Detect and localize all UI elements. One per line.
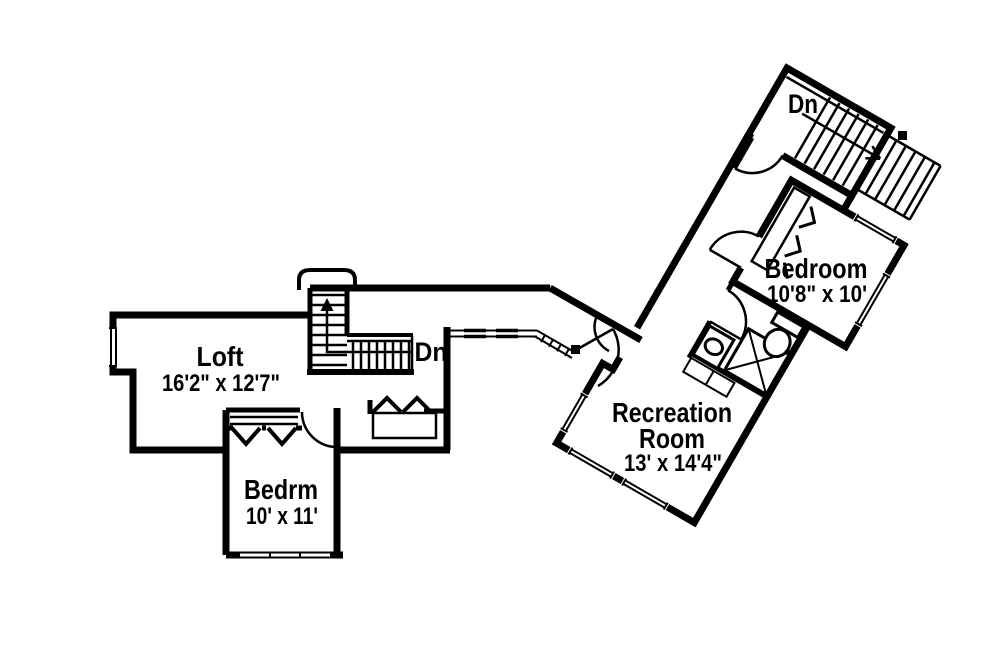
corridor-railing [447, 328, 577, 359]
bedroom-window-top [852, 212, 899, 245]
main-block [108, 268, 643, 559]
wing-stair-door-arc [734, 154, 784, 175]
wing-stair-extension [855, 133, 942, 221]
bedrm-closet [226, 415, 302, 448]
loft-dims: 16'2" x 12'7" [162, 370, 280, 397]
bedrm-window [240, 551, 330, 559]
loft-bottom-right-walls [337, 327, 451, 454]
bedroom-closet [749, 185, 817, 279]
toilet-bowl [762, 327, 792, 359]
corridor-top-wall [310, 284, 643, 344]
bathroom [681, 310, 806, 399]
wing-bedroom-door [708, 230, 760, 269]
stair-cap [297, 268, 357, 290]
loft-label: Loft [197, 341, 244, 372]
main-staircase [297, 268, 414, 375]
junction-door [571, 313, 620, 388]
hall-closet [367, 395, 447, 440]
wing-stair-treads [793, 96, 879, 187]
stair-up-arrow [320, 298, 334, 311]
loft-window [108, 327, 118, 367]
loft-walls [109, 311, 310, 454]
bedrm-label: Bedrm [244, 474, 318, 505]
stair-post-dot [898, 131, 907, 140]
stair-treads-horizontal [351, 341, 411, 372]
main-stair-dn-label: Dn [415, 337, 448, 367]
angled-wing [551, 63, 942, 528]
wing-stair-arrowhead [865, 145, 882, 160]
bedroom-window-right [853, 271, 892, 329]
bedroom-dims: 10'8" x 10' [767, 281, 867, 308]
bedrm-walls [222, 408, 343, 559]
recreation-room-dims: 13' x 14'4" [624, 450, 722, 477]
recreation-room-label-line2: Room [639, 423, 705, 454]
wing-stair-dn-label: Dn [788, 89, 818, 119]
rec-room-windows [559, 391, 670, 511]
bedrm-door-arc [300, 411, 338, 449]
recreation-room-label-line1: Recreation [612, 397, 732, 428]
labels: Loft 16'2" x 12'7" Bedrm 10' x 11' Recre… [162, 89, 868, 530]
bath-door [709, 289, 748, 341]
stair-direction-line [325, 309, 411, 354]
bathroom-sink [703, 337, 724, 357]
wing-stair-direction-line [801, 112, 881, 160]
door-post [571, 345, 580, 354]
bedrm-dims: 10' x 11' [246, 503, 318, 530]
bedroom-label: Bedroom [765, 253, 868, 284]
